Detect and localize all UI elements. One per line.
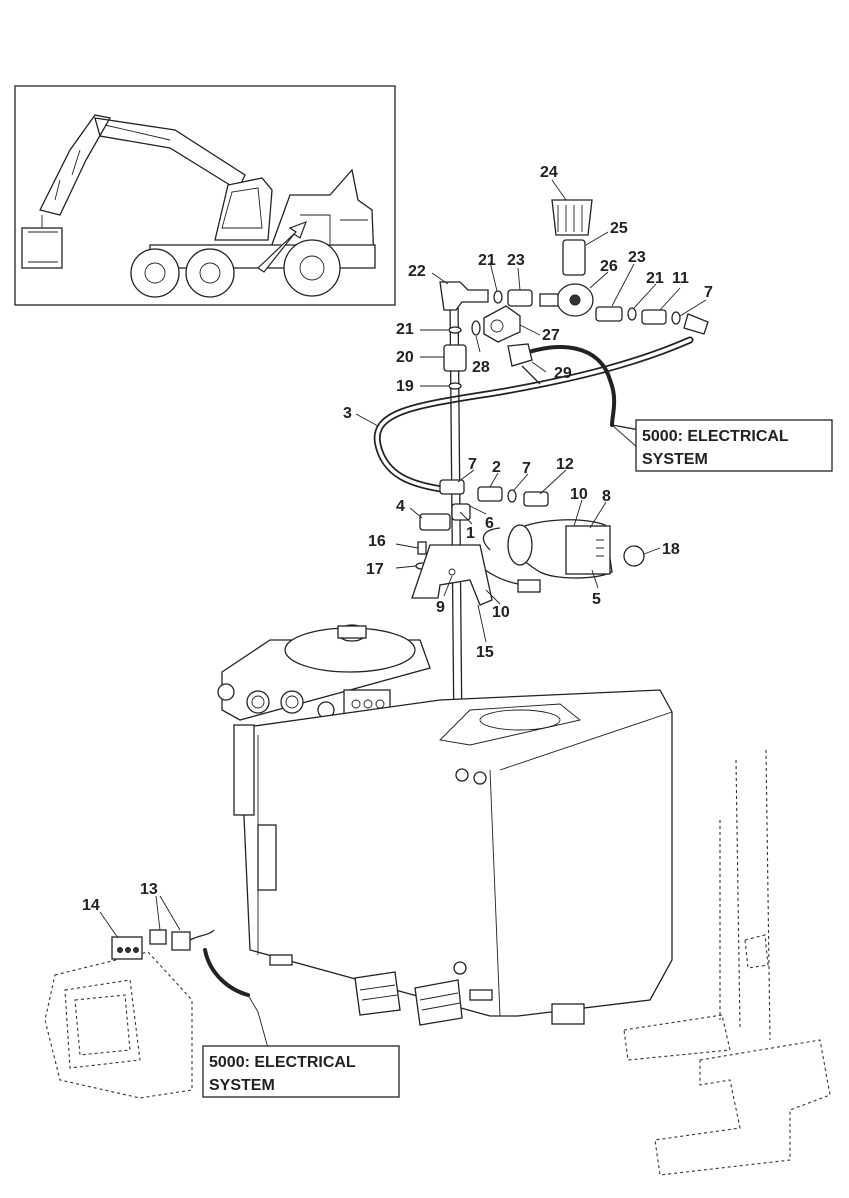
switch-panel-13-14 [111, 929, 250, 997]
callout-7: 7 [468, 456, 477, 473]
callout-10: 10 [570, 486, 588, 503]
callout-17: 17 [366, 561, 384, 578]
callout-13: 13 [140, 881, 158, 898]
callout-9: 9 [436, 599, 445, 616]
callout-3: 3 [343, 405, 352, 422]
callout-19: 19 [396, 378, 414, 395]
wire-harness-29 [518, 345, 617, 427]
callout-25: 25 [610, 220, 628, 237]
callout-22: 22 [408, 263, 426, 280]
reference-line-2: SYSTEM [642, 451, 708, 468]
callout-15: 15 [476, 644, 494, 661]
callout-8: 8 [602, 488, 611, 505]
callout-6: 6 [485, 515, 494, 532]
machine-frame-dashed [623, 749, 831, 1176]
callout-12: 12 [556, 456, 574, 473]
reference-line-1: 5000: ELECTRICAL [209, 1054, 356, 1071]
hydraulic-hose-3 [373, 336, 694, 494]
filter-cartridges [354, 971, 463, 1026]
callout-1: 1 [466, 525, 475, 542]
cab-control-panel-dashed [44, 951, 193, 1099]
callout-11: 11 [672, 270, 689, 287]
callout-27: 27 [542, 327, 560, 344]
pump-assembly [411, 479, 645, 606]
callout-23: 23 [507, 252, 525, 269]
callout-4: 4 [396, 498, 405, 515]
callout-14: 14 [82, 897, 100, 914]
callout-7: 7 [704, 284, 713, 301]
callout-23: 23 [628, 249, 646, 266]
machine-overview-inset [14, 85, 396, 306]
callout-21: 21 [396, 321, 414, 338]
reference-line-1: 5000: ELECTRICAL [642, 428, 789, 445]
callout-numbers: 24 25 21 23 22 26 23 21 11 7 21 27 20 28… [82, 164, 713, 914]
callout-24: 24 [540, 164, 558, 181]
reference-box-electrical-bottom[interactable]: 5000: ELECTRICAL SYSTEM [202, 1045, 400, 1098]
callout-29: 29 [554, 365, 572, 382]
callout-16: 16 [368, 533, 386, 550]
callout-21: 21 [478, 252, 496, 269]
top-fittings-assembly [439, 199, 709, 390]
reference-box-electrical-top[interactable]: 5000: ELECTRICAL SYSTEM [635, 419, 833, 472]
callout-10: 10 [492, 604, 510, 621]
callout-7: 7 [522, 460, 531, 477]
callout-2: 2 [492, 459, 501, 476]
leader-lines [99, 179, 707, 1049]
callout-21: 21 [646, 270, 664, 287]
callout-5: 5 [592, 591, 601, 608]
callout-28: 28 [472, 359, 490, 376]
reference-line-2: SYSTEM [209, 1077, 275, 1094]
callout-26: 26 [600, 258, 618, 275]
hydraulic-tank [217, 624, 673, 1026]
callout-18: 18 [662, 541, 680, 558]
callout-20: 20 [396, 349, 414, 366]
